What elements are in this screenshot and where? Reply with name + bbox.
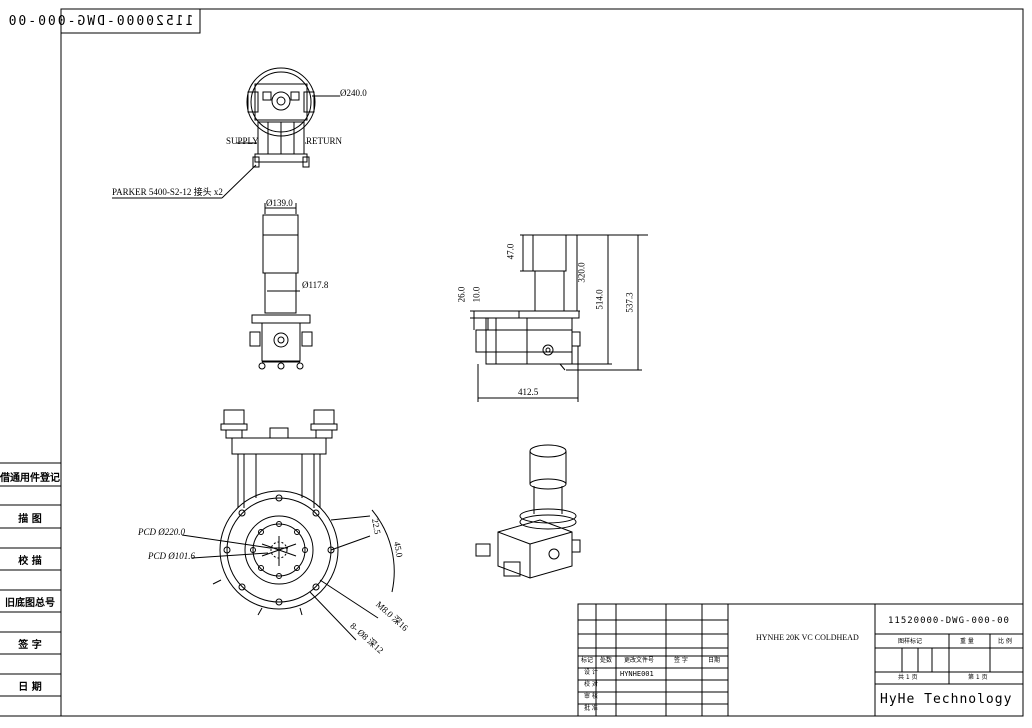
side-panel-grid <box>0 462 61 697</box>
label-supply: SUPPLY <box>226 136 259 146</box>
revision-header-doc: 更改文件号 <box>624 657 655 664</box>
role-design: 设 计 <box>584 669 598 676</box>
sheet-border <box>60 8 1024 717</box>
view-front <box>249 203 313 370</box>
label-dim-10: 10.0 <box>471 286 482 303</box>
label-dim-514: 514.0 <box>594 289 605 310</box>
label-dim-26: 26.0 <box>456 286 467 303</box>
label-dia-117: Ø117.8 <box>302 280 329 290</box>
label-pcd-101: PCD Ø101.6 <box>148 551 195 561</box>
revision-header-count: 处数 <box>600 657 613 664</box>
title-sheet-number: 第 1 页 <box>968 674 988 681</box>
title-company: HyHe Technology <box>880 692 1013 707</box>
label-dim-320: 320.0 <box>576 262 587 283</box>
label-dia-139: Ø139.0 <box>266 198 293 208</box>
view-top <box>112 67 340 199</box>
label-return: RETURN <box>306 136 342 146</box>
view-side <box>470 234 648 402</box>
view-bottom <box>181 409 395 641</box>
title-designer: HYNHE001 <box>620 670 654 678</box>
title-header-scale: 比 例 <box>998 638 1012 645</box>
drawing-number-mirrored: 11520000-DWG-000-00 <box>6 14 194 29</box>
label-dim-47: 47.0 <box>505 243 516 260</box>
side-label-registry: 借通用件登记 <box>0 473 60 484</box>
drawing-number-box <box>60 8 201 34</box>
revision-header-mark: 标记 <box>581 657 594 664</box>
revision-header-date: 日期 <box>708 657 721 664</box>
role-approve: 批 准 <box>584 705 598 712</box>
title-block-grid <box>577 603 1024 717</box>
revision-header-sign: 签 字 <box>674 657 688 664</box>
title-sheet-total: 共 1 页 <box>898 674 918 681</box>
label-parker-note: PARKER 5400-S2-12 接头 x2 <box>112 187 223 197</box>
label-pcd-220: PCD Ø220.0 <box>138 527 185 537</box>
label-dim-537: 537.3 <box>624 292 635 313</box>
title-header-weight: 重 量 <box>960 638 974 645</box>
label-dia-240: Ø240.0 <box>340 88 367 98</box>
side-label-signature: 签 字 <box>18 640 42 651</box>
title-drawing-number: 11520000-DWG-000-00 <box>888 616 1010 626</box>
label-angle-45: 45.0 <box>392 540 405 559</box>
label-angle-22: 22.5 <box>370 517 383 536</box>
side-label-old-number: 旧底图总号 <box>5 598 55 609</box>
label-dim-412: 412.5 <box>518 387 539 397</box>
side-label-trace: 描 图 <box>18 514 42 525</box>
role-review: 审 核 <box>584 693 598 700</box>
side-label-check: 校 描 <box>18 556 42 567</box>
view-iso <box>475 444 581 579</box>
role-check: 校 对 <box>584 681 598 688</box>
title-product-name: HYNHE 20K VC COLDHEAD <box>756 633 859 642</box>
side-label-date: 日 期 <box>18 682 42 693</box>
title-header-pattern-mark: 图样标记 <box>898 638 923 645</box>
